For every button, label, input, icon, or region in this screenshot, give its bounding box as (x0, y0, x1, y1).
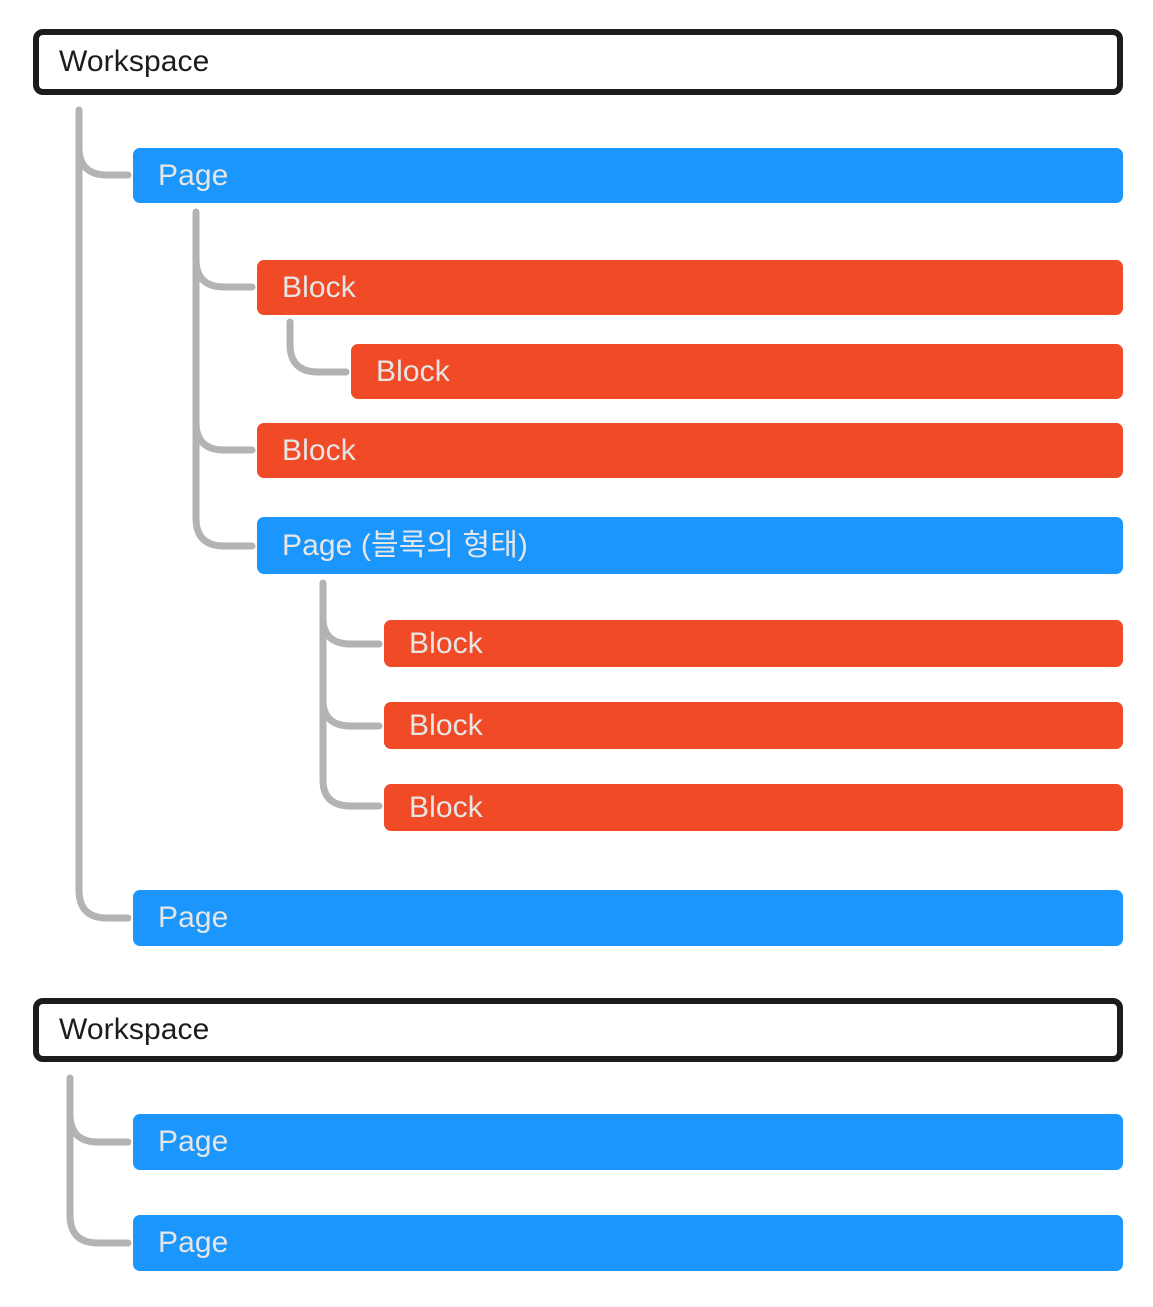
connector-page1-trunk (192, 208, 256, 550)
workspace-label: Workspace (59, 1013, 210, 1046)
page-node-2[interactable]: Page (블록의 형태) (257, 517, 1123, 574)
workspace-box-1[interactable]: Workspace (33, 29, 1123, 95)
block-node-1[interactable]: Block (257, 260, 1123, 315)
workspace-label: Workspace (59, 45, 210, 78)
block-node-5[interactable]: Block (384, 784, 1123, 831)
block-node-1-1[interactable]: Block (351, 344, 1123, 399)
connector-page1-block2 (192, 418, 256, 454)
block-label: Block (409, 708, 483, 742)
block-label: Block (282, 433, 356, 467)
page-node-4[interactable]: Page (133, 1114, 1123, 1170)
page-label: Page (블록의 형태) (282, 528, 529, 562)
connector-page2-block4 (319, 696, 383, 730)
connector-workspace2-trunk (66, 1074, 132, 1247)
connector-workspace2-page4 (66, 1110, 132, 1146)
block-label: Block (409, 626, 483, 660)
connector-page2-trunk (319, 579, 383, 810)
page-label: Page (158, 901, 229, 934)
block-node-2[interactable]: Block (257, 423, 1123, 478)
page-node-5[interactable]: Page (133, 1215, 1123, 1271)
page-label: Page (158, 158, 229, 192)
connector-workspace1-trunk (75, 106, 132, 922)
block-node-4[interactable]: Block (384, 702, 1123, 749)
block-label: Block (409, 790, 483, 824)
connector-page1-block1 (192, 255, 256, 291)
page-node-3[interactable]: Page (133, 890, 1123, 946)
page-label: Page (158, 1226, 229, 1259)
connector-page2-block3 (319, 614, 383, 648)
block-node-3[interactable]: Block (384, 620, 1123, 667)
block-label: Block (282, 270, 356, 304)
block-label: Block (376, 354, 450, 388)
connector-workspace1-page1 (75, 143, 132, 179)
connector-block1-block11 (286, 318, 350, 376)
page-label: Page (158, 1125, 229, 1158)
workspace-box-2[interactable]: Workspace (33, 998, 1123, 1062)
page-node-1[interactable]: Page (133, 148, 1123, 203)
